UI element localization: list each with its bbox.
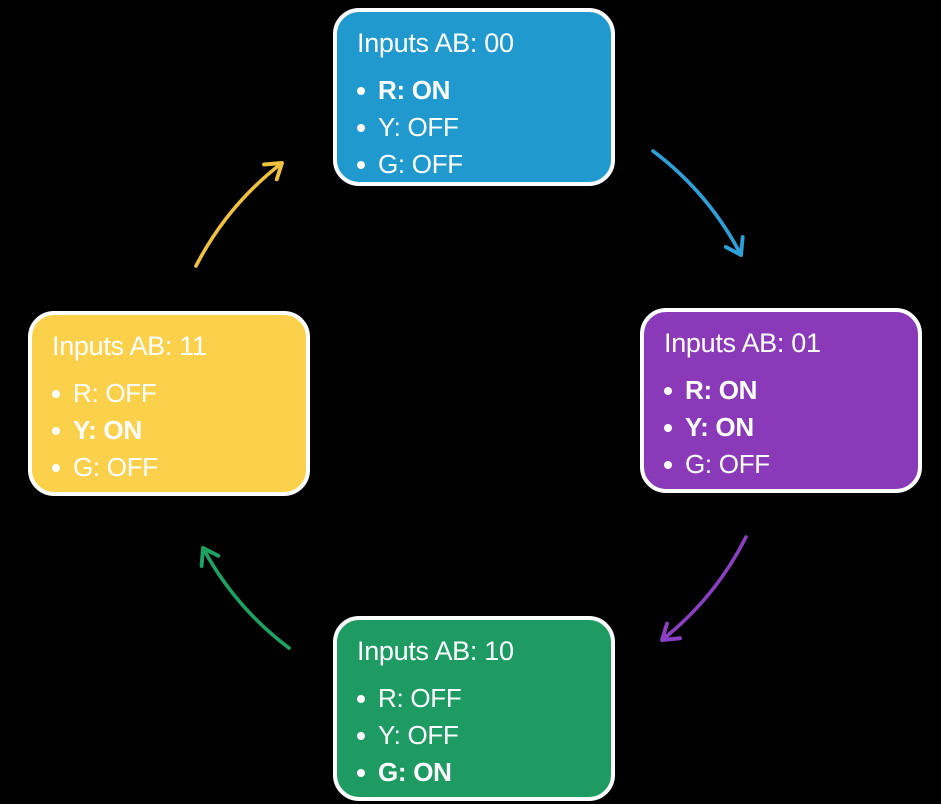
bullet-icon <box>664 423 672 432</box>
bullet-icon <box>664 386 672 395</box>
signal-item: G: OFF <box>52 449 286 486</box>
state-box-11: Inputs AB: 11 R: OFF Y: ON G: OFF <box>28 311 310 496</box>
signal-text: Y: ON <box>685 412 754 442</box>
state-title: Inputs AB: 01 <box>664 328 821 358</box>
bullet-icon <box>52 389 60 398</box>
signal-list: R: OFF Y: ON G: OFF <box>52 375 286 486</box>
signal-text: Y: ON <box>73 415 142 445</box>
signal-text: R: ON <box>378 75 451 105</box>
bullet-icon <box>357 86 365 95</box>
signal-item: R: OFF <box>52 375 286 412</box>
signal-item: R: ON <box>357 72 591 109</box>
bullet-icon <box>52 426 60 435</box>
signal-item: R: ON <box>664 372 898 409</box>
signal-item: R: OFF <box>357 680 591 717</box>
signal-text: G: OFF <box>378 149 463 179</box>
signal-text: G: ON <box>378 757 452 787</box>
signal-item: Y: OFF <box>357 717 591 754</box>
signal-item: Y: OFF <box>357 109 591 146</box>
signal-text: Y: OFF <box>378 112 459 142</box>
state-box-10: Inputs AB: 10 R: OFF Y: OFF G: ON <box>333 616 615 801</box>
signal-list: R: ON Y: OFF G: OFF <box>357 72 591 183</box>
state-title: Inputs AB: 11 <box>52 331 207 361</box>
arrow-00-to-01 <box>651 149 745 257</box>
state-title: Inputs AB: 00 <box>357 28 514 58</box>
bullet-icon <box>357 123 365 132</box>
signal-list: R: ON Y: ON G: OFF <box>664 372 898 483</box>
signal-text: G: OFF <box>685 449 770 479</box>
arrow-10-to-11 <box>199 546 291 650</box>
bullet-icon <box>664 460 672 469</box>
signal-item: G: ON <box>357 754 591 791</box>
signal-list: R: OFF Y: OFF G: ON <box>357 680 591 791</box>
signal-item: G: OFF <box>357 146 591 183</box>
arrow-11-to-00 <box>194 161 284 268</box>
signal-text: G: OFF <box>73 452 158 482</box>
arrow-01-to-10 <box>660 535 748 642</box>
signal-item: Y: ON <box>52 412 286 449</box>
signal-item: G: OFF <box>664 446 898 483</box>
state-box-01: Inputs AB: 01 R: ON Y: ON G: OFF <box>640 308 922 493</box>
signal-text: R: OFF <box>378 683 462 713</box>
bullet-icon <box>357 768 365 777</box>
signal-text: Y: OFF <box>378 720 459 750</box>
bullet-icon <box>357 160 365 169</box>
bullet-icon <box>52 463 60 472</box>
signal-text: R: OFF <box>73 378 157 408</box>
signal-item: Y: ON <box>664 409 898 446</box>
bullet-icon <box>357 694 365 703</box>
state-title: Inputs AB: 10 <box>357 636 514 666</box>
signal-text: R: ON <box>685 375 758 405</box>
state-box-00: Inputs AB: 00 R: ON Y: OFF G: OFF <box>333 8 615 186</box>
bullet-icon <box>357 731 365 740</box>
